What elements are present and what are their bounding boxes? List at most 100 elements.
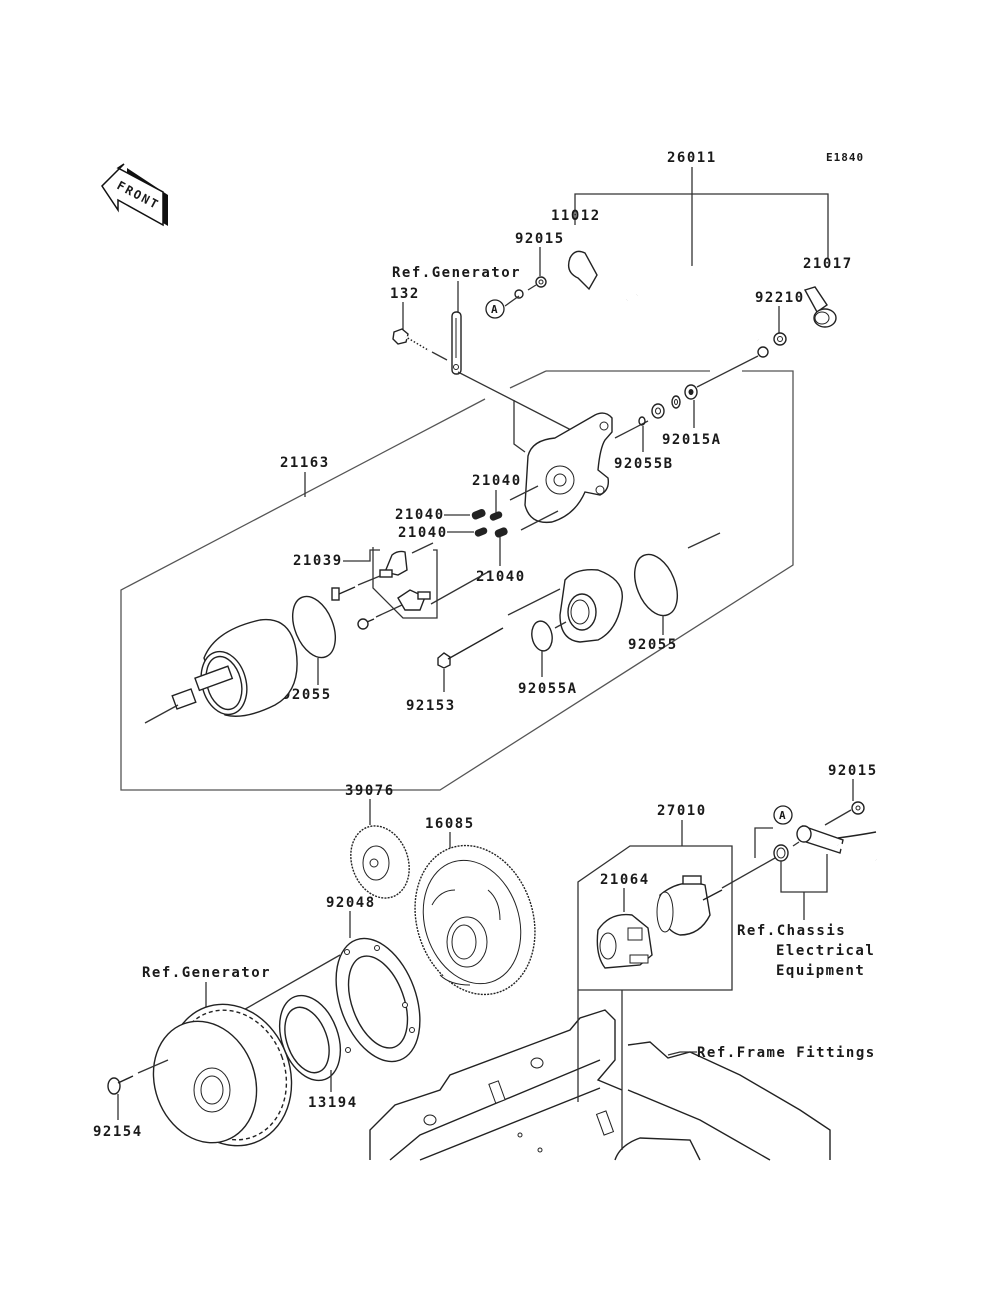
bracket-26011 — [574, 193, 829, 258]
part-label-27010: 27010 — [657, 803, 707, 819]
part-label-92055-right: 92055 — [628, 637, 678, 653]
motor-yoke-icon — [171, 618, 298, 717]
part-label-92055b: 92055B — [614, 456, 674, 472]
terminal-cap-21017-icon — [803, 286, 837, 328]
part-label-92015-bottom: 92015 — [828, 763, 878, 779]
brush-holder-icon — [379, 550, 431, 611]
insulator-icon — [651, 403, 665, 419]
part-label-92153: 92153 — [406, 698, 456, 714]
o-ring-92055a-icon — [531, 620, 553, 652]
one-way-clutch-13194-icon — [278, 994, 342, 1082]
leader-screw — [375, 604, 403, 618]
through-bolt-92153-icon — [437, 627, 504, 669]
front-arrow-icon: FRONT — [101, 163, 168, 227]
part-label-16085: 16085 — [425, 816, 475, 832]
part-label-132: 132 — [390, 286, 420, 302]
leader-relay-cable — [721, 857, 776, 889]
leader-21039 — [343, 549, 380, 562]
leader-ref-frame — [667, 1051, 697, 1056]
ref-chassis-label-line2: Electrical — [776, 943, 875, 959]
leader-ref-a-bottom — [754, 827, 773, 858]
ref-chassis-label-line1: Ref.Chassis — [737, 923, 846, 939]
generator-rotor-icon — [152, 1003, 293, 1147]
part-label-39076: 39076 — [345, 783, 395, 799]
part-label-92055a: 92055A — [518, 681, 578, 697]
ref-generator-top-label: Ref.Generator — [392, 265, 521, 281]
leader-yoke-axis — [144, 704, 179, 724]
leader-housing-stack — [614, 420, 649, 439]
part-label-92015a: 92015A — [662, 432, 722, 448]
leader-a-nut — [527, 284, 537, 291]
spring-21040-icons — [471, 509, 508, 538]
part-label-92015-top: 92015 — [515, 231, 565, 247]
nut-92015-icon — [535, 276, 547, 288]
part-label-21040-a: 21040 — [472, 473, 522, 489]
leader-bolt-92154 — [137, 1059, 169, 1074]
end-housing-icon — [524, 412, 613, 524]
leader-springs-housing — [509, 485, 539, 501]
bolt-132-icon — [392, 328, 429, 352]
ground-strap-icon — [451, 311, 462, 375]
brush-screw-icon — [331, 586, 356, 601]
bracket-27010 — [577, 845, 733, 1102]
leader-bolt-132 — [431, 351, 448, 361]
leader-strap-to-housing — [457, 371, 576, 433]
screw-icon — [357, 618, 375, 630]
starter-gear-16085-icon — [414, 844, 536, 996]
leader-ref-a-top — [504, 295, 520, 307]
o-ring-92055-left-icon — [291, 595, 337, 659]
terminal-cap-11012-icon — [567, 250, 598, 291]
part-label-92154: 92154 — [93, 1124, 143, 1140]
leader-boot — [792, 841, 800, 847]
part-label-21040-b: 21040 — [395, 507, 445, 523]
leader-brush-screw — [357, 575, 381, 586]
leader-brush-bottom — [430, 571, 489, 605]
leader-axis-right — [687, 532, 721, 549]
starter-frame-outline — [120, 370, 794, 791]
part-label-21064: 21064 — [600, 872, 650, 888]
relay-cover-21064-icon — [596, 913, 653, 969]
ref-generator-bottom-label: Ref.Generator — [142, 965, 271, 981]
part-label-11012: 11012 — [551, 208, 601, 224]
part-label-26011: 26011 — [667, 150, 717, 166]
leader-springs-housing-2 — [520, 510, 559, 531]
part-label-92055-left: 92055 — [282, 687, 332, 703]
leader-bolt-to-cover — [507, 588, 561, 616]
o-ring-92055b-icon — [638, 416, 646, 426]
diagram-code: E1840 — [826, 151, 864, 164]
one-way-clutch-holder-92048-icon — [335, 937, 421, 1063]
part-label-92210: 92210 — [755, 290, 805, 306]
part-label-21017: 21017 — [803, 256, 853, 272]
ref-marker-a-top: A — [485, 299, 505, 319]
leader-boot-nut — [824, 809, 852, 826]
front-cover-icon — [559, 569, 623, 643]
leader-brush-top — [411, 542, 434, 554]
ref-marker-a-top-label: A — [491, 303, 499, 316]
part-label-92048: 92048 — [326, 895, 376, 911]
battery-cable-icon — [514, 264, 769, 358]
washer-icon — [671, 395, 681, 409]
nut-92015-bottom-icon — [851, 801, 865, 815]
ref-frame-fittings-label: Ref.Frame Fittings — [697, 1045, 876, 1061]
nut-92210-icon — [773, 332, 787, 346]
part-label-21163: 21163 — [280, 455, 330, 471]
part-label-21039: 21039 — [293, 553, 343, 569]
nut-92015a-icon — [684, 384, 698, 400]
ref-chassis-label-line3: Equipment — [776, 963, 865, 979]
starter-relay-icon — [656, 875, 723, 936]
leader-rotor-to-holder — [239, 954, 341, 1013]
part-label-13194: 13194 — [308, 1095, 358, 1111]
leader-cable-to-stack — [696, 355, 759, 388]
bracket-ref-chassis — [780, 854, 828, 893]
ref-marker-a-bottom-label: A — [779, 809, 787, 822]
part-label-21040-c: 21040 — [398, 525, 448, 541]
bracket-housing — [513, 400, 526, 453]
bolt-92154-icon — [107, 1075, 134, 1095]
relay-terminal-boot-icon — [773, 825, 877, 863]
idler-gear-39076-icon — [350, 825, 410, 899]
leader-cover-oring — [554, 621, 567, 629]
ref-marker-a-bottom: A — [773, 805, 793, 825]
starter-frame-top-left — [509, 370, 547, 389]
o-ring-92055-right-icon — [633, 553, 679, 617]
